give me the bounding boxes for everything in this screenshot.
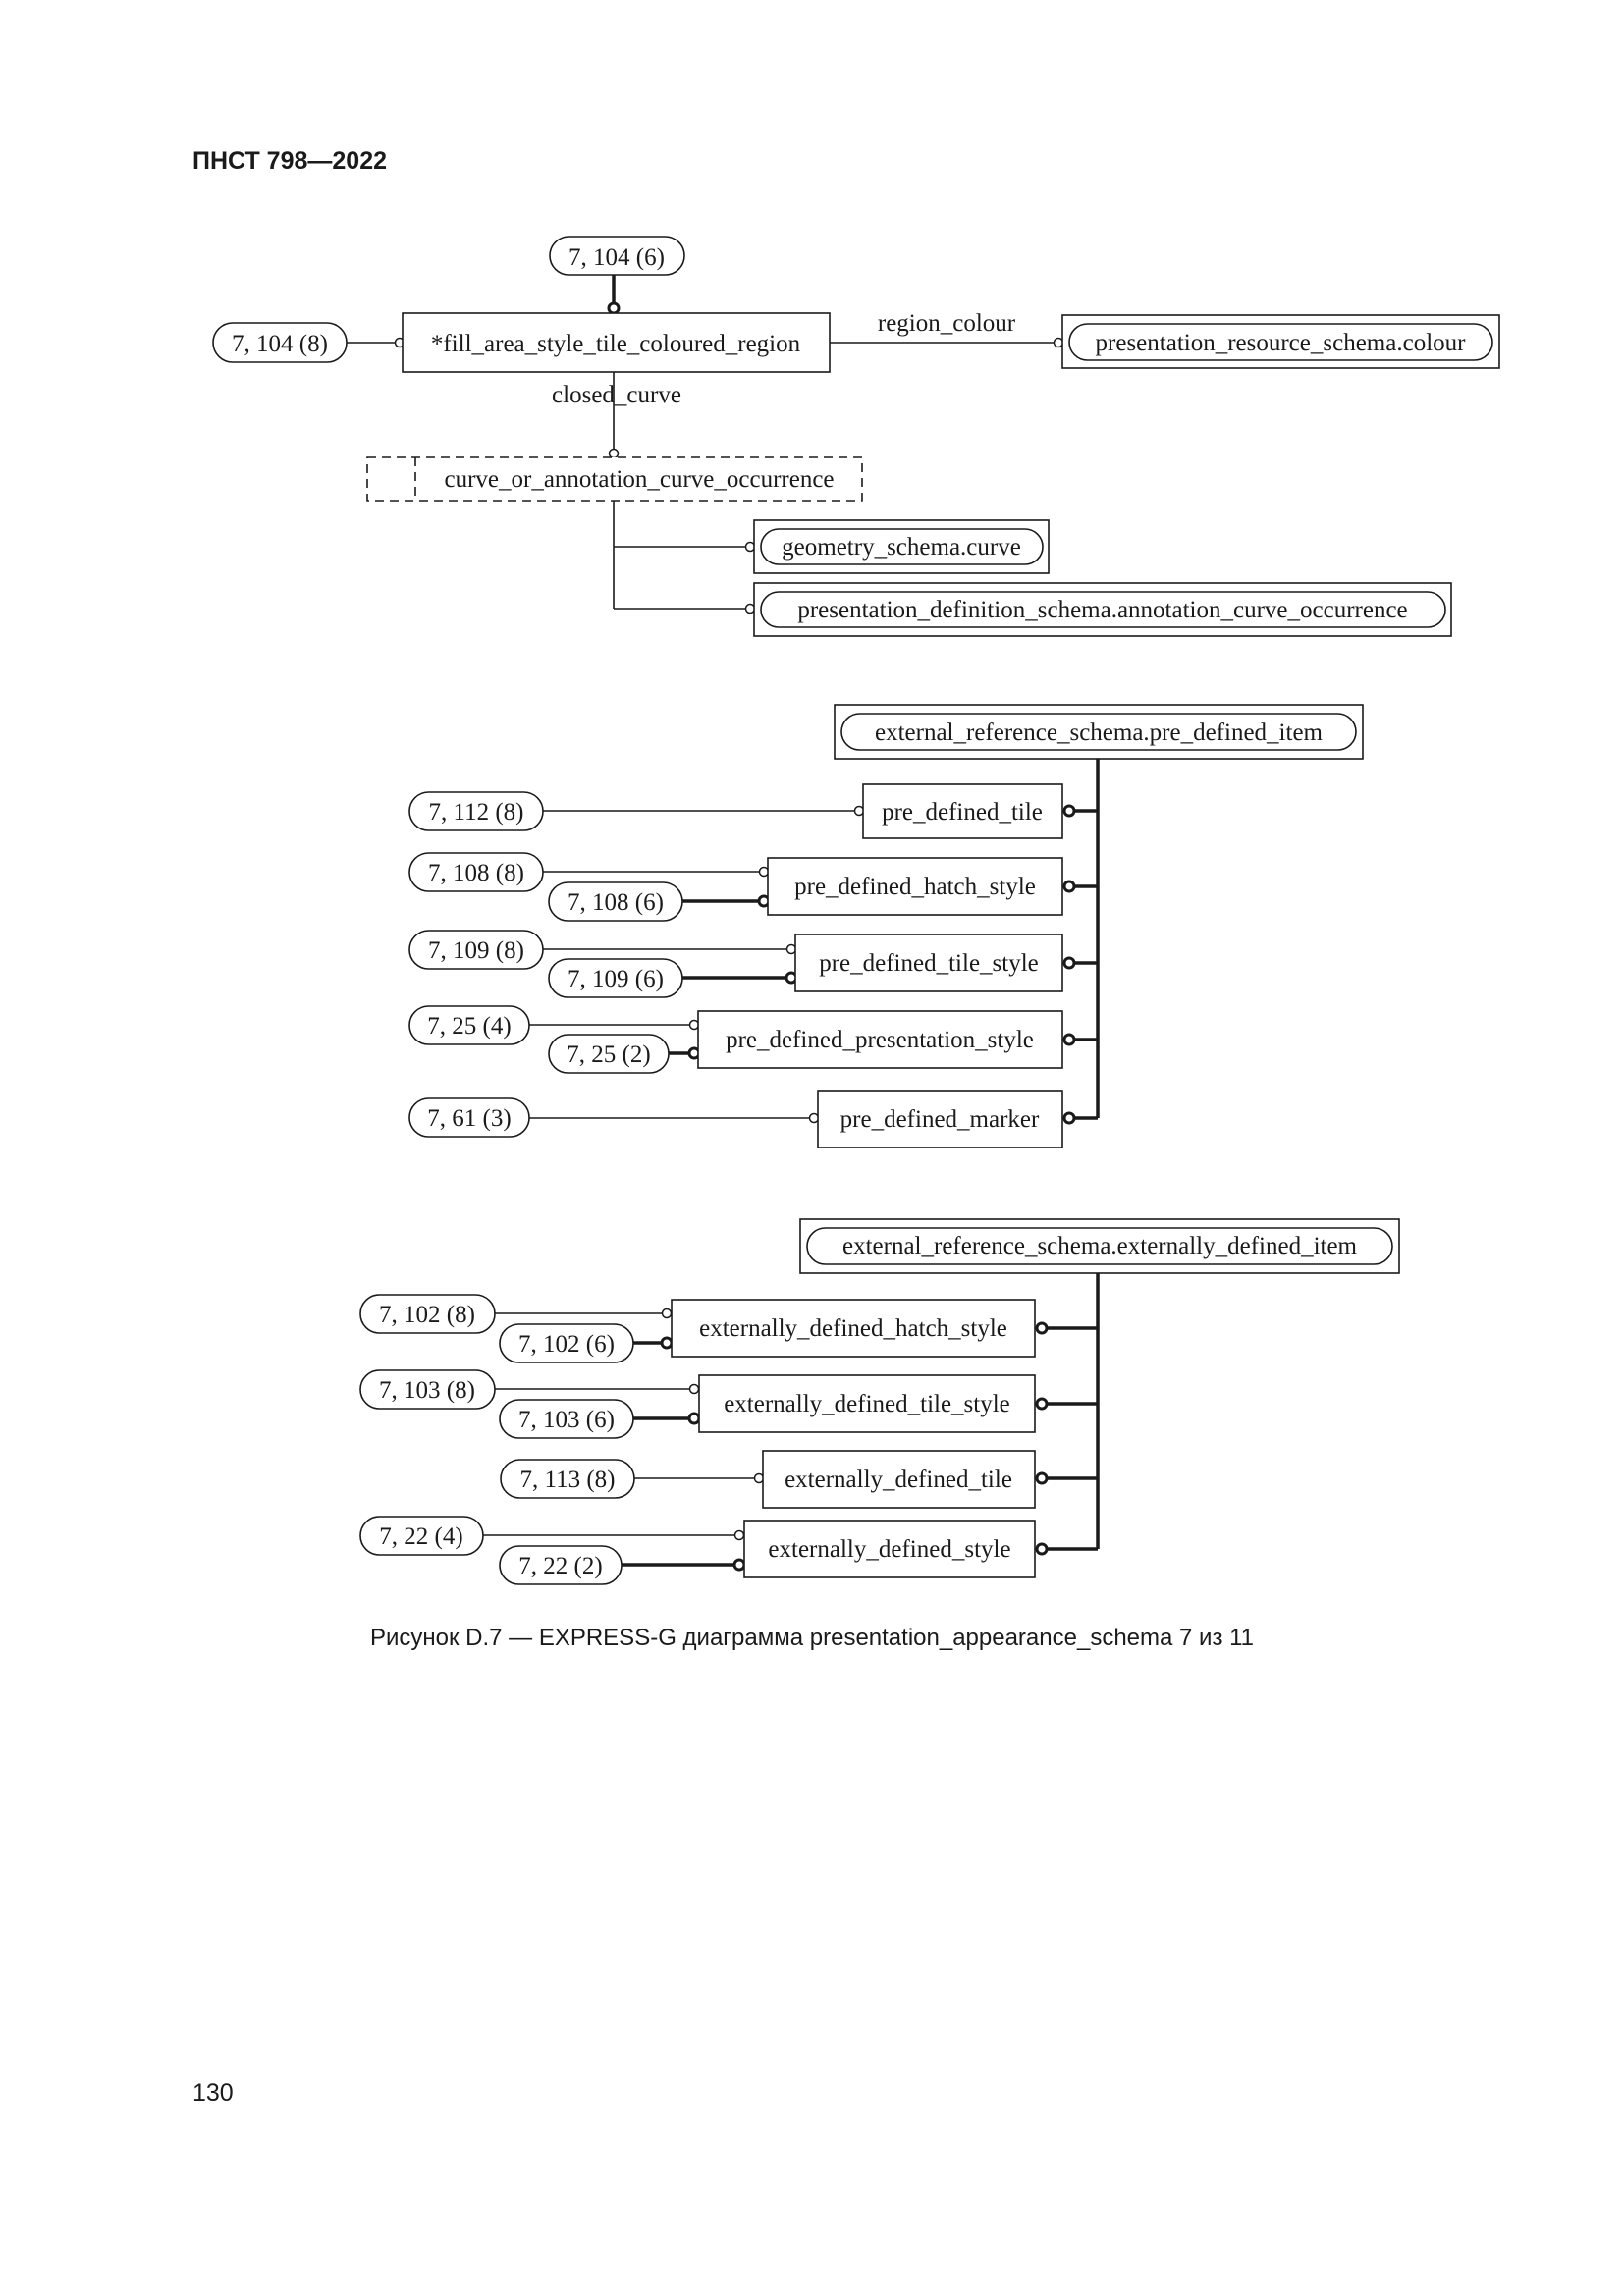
- svg-text:curve_or_annotation_curve_occu: curve_or_annotation_curve_occurrence: [444, 466, 834, 493]
- svg-text:7, 25 (2): 7, 25 (2): [567, 1041, 650, 1068]
- svg-text:7, 22 (4): 7, 22 (4): [379, 1523, 462, 1550]
- type-pre-defined-item[interactable]: external_reference_schema.pre_defined_it…: [834, 704, 1364, 760]
- row-externally-defined-tile: 7, 113 (8) externally_defined_tile: [500, 1450, 1098, 1509]
- svg-text:7, 102 (6): 7, 102 (6): [518, 1331, 615, 1358]
- svg-text:geometry_schema.curve: geometry_schema.curve: [782, 534, 1021, 561]
- type-presentation-resource-schema-colour[interactable]: presentation_resource_schema.colour: [1061, 314, 1500, 369]
- svg-text:7, 102 (8): 7, 102 (8): [379, 1302, 475, 1328]
- page-ref-7-104-8[interactable]: 7, 104 (8): [212, 322, 348, 363]
- entity-externally-defined-tile[interactable]: [762, 1450, 1036, 1509]
- svg-text:7, 22 (2): 7, 22 (2): [518, 1553, 602, 1579]
- entity-pre-defined-hatch-style[interactable]: [767, 857, 1063, 916]
- entity-pre-defined-marker[interactable]: [817, 1090, 1063, 1148]
- select-curve-or-annotation-curve-occurrence[interactable]: curve_or_annotation_curve_occurrence: [366, 456, 863, 502]
- attr-closed-curve: closed_curve: [552, 382, 681, 408]
- svg-text:7, 108 (6): 7, 108 (6): [568, 889, 664, 916]
- entity-fill-area-style-tile-coloured-region[interactable]: *fill_area_style_tile_coloured_region: [402, 312, 831, 373]
- entity-pre-defined-presentation-style[interactable]: [697, 1010, 1063, 1069]
- svg-text:pre_defined_presentation_style: pre_defined_presentation_style: [726, 1027, 1034, 1053]
- row-externally-defined-hatch-style: 7, 102 (8) 7, 102 (6) externally_defined…: [359, 1294, 1098, 1363]
- svg-text:7, 104 (6): 7, 104 (6): [568, 244, 665, 271]
- entity-externally-defined-style[interactable]: [743, 1520, 1036, 1578]
- svg-text:pre_defined_tile: pre_defined_tile: [882, 799, 1043, 826]
- svg-text:*fill_area_style_tile_coloured: *fill_area_style_tile_coloured_region: [431, 331, 801, 357]
- page-ref-7-104-6[interactable]: 7, 104 (6): [549, 236, 685, 276]
- type-geometry-schema-curve[interactable]: geometry_schema.curve: [753, 519, 1050, 574]
- diagram-pre-defined-item: external_reference_schema.pre_defined_it…: [408, 704, 1364, 1148]
- type-annotation-curve-occurrence[interactable]: presentation_definition_schema.annotatio…: [753, 582, 1452, 637]
- svg-text:7, 104 (8): 7, 104 (8): [232, 331, 328, 357]
- svg-text:7, 25 (4): 7, 25 (4): [427, 1013, 511, 1040]
- svg-text:7, 103 (8): 7, 103 (8): [379, 1377, 475, 1404]
- svg-text:7, 103 (6): 7, 103 (6): [518, 1407, 615, 1433]
- svg-text:7, 109 (6): 7, 109 (6): [568, 966, 664, 992]
- page-number: 130: [192, 2079, 234, 2107]
- svg-text:7, 112 (8): 7, 112 (8): [429, 799, 524, 826]
- svg-text:presentation_resource_schema.c: presentation_resource_schema.colour: [1096, 330, 1467, 356]
- svg-text:externally_defined_tile: externally_defined_tile: [785, 1467, 1012, 1493]
- svg-text:presentation_definition_schema: presentation_definition_schema.annotatio…: [797, 597, 1407, 623]
- svg-text:externally_defined_hatch_style: externally_defined_hatch_style: [699, 1315, 1007, 1342]
- row-externally-defined-style: 7, 22 (4) 7, 22 (2) externally_defined_s…: [359, 1516, 1098, 1585]
- document-header: ПНСТ 798—2022: [192, 147, 387, 175]
- attr-region-colour: region_colour: [878, 310, 1016, 337]
- svg-text:external_reference_schema.exte: external_reference_schema.externally_def…: [842, 1233, 1358, 1259]
- type-externally-defined-item[interactable]: external_reference_schema.externally_def…: [799, 1218, 1400, 1274]
- row-pre-defined-tile: 7, 112 (8) pre_defined_tile: [408, 783, 1098, 839]
- svg-text:external_reference_schema.pre_: external_reference_schema.pre_defined_it…: [875, 720, 1324, 746]
- svg-text:7, 109 (8): 7, 109 (8): [428, 937, 524, 964]
- figure-caption: Рисунок D.7 — EXPRESS-G диаграмма presen…: [369, 1625, 1255, 1651]
- svg-text:pre_defined_hatch_style: pre_defined_hatch_style: [794, 874, 1036, 900]
- svg-text:externally_defined_style: externally_defined_style: [768, 1536, 1010, 1563]
- svg-text:7, 113 (8): 7, 113 (8): [520, 1467, 616, 1493]
- row-externally-defined-tile-style: 7, 103 (8) 7, 103 (6) externally_defined…: [359, 1369, 1098, 1439]
- svg-text:pre_defined_marker: pre_defined_marker: [840, 1106, 1040, 1133]
- diagram-fill-area-style: 7, 104 (6) 7, 104 (8) *fill_area_style_t…: [212, 236, 1500, 637]
- entity-externally-defined-tile-style[interactable]: [698, 1374, 1036, 1433]
- row-pre-defined-hatch-style: 7, 108 (8) 7, 108 (6) pre_defined_hatch_…: [408, 852, 1098, 922]
- svg-text:pre_defined_tile_style: pre_defined_tile_style: [819, 950, 1039, 977]
- svg-text:7, 108 (8): 7, 108 (8): [428, 860, 524, 886]
- row-pre-defined-tile-style: 7, 109 (8) 7, 109 (6) pre_defined_tile_s…: [408, 930, 1098, 998]
- entity-pre-defined-tile[interactable]: [862, 783, 1063, 839]
- svg-text:7, 61 (3): 7, 61 (3): [427, 1105, 511, 1132]
- entity-externally-defined-hatch-style[interactable]: [671, 1299, 1036, 1358]
- row-pre-defined-marker: 7, 61 (3) pre_defined_marker: [408, 1090, 1098, 1148]
- entity-pre-defined-tile-style[interactable]: [794, 934, 1063, 992]
- row-pre-defined-presentation-style: 7, 25 (4) 7, 25 (2) pre_defined_presenta…: [408, 1005, 1098, 1074]
- diagram-externally-defined-item: external_reference_schema.externally_def…: [359, 1218, 1400, 1585]
- svg-text:externally_defined_tile_style: externally_defined_tile_style: [724, 1391, 1010, 1417]
